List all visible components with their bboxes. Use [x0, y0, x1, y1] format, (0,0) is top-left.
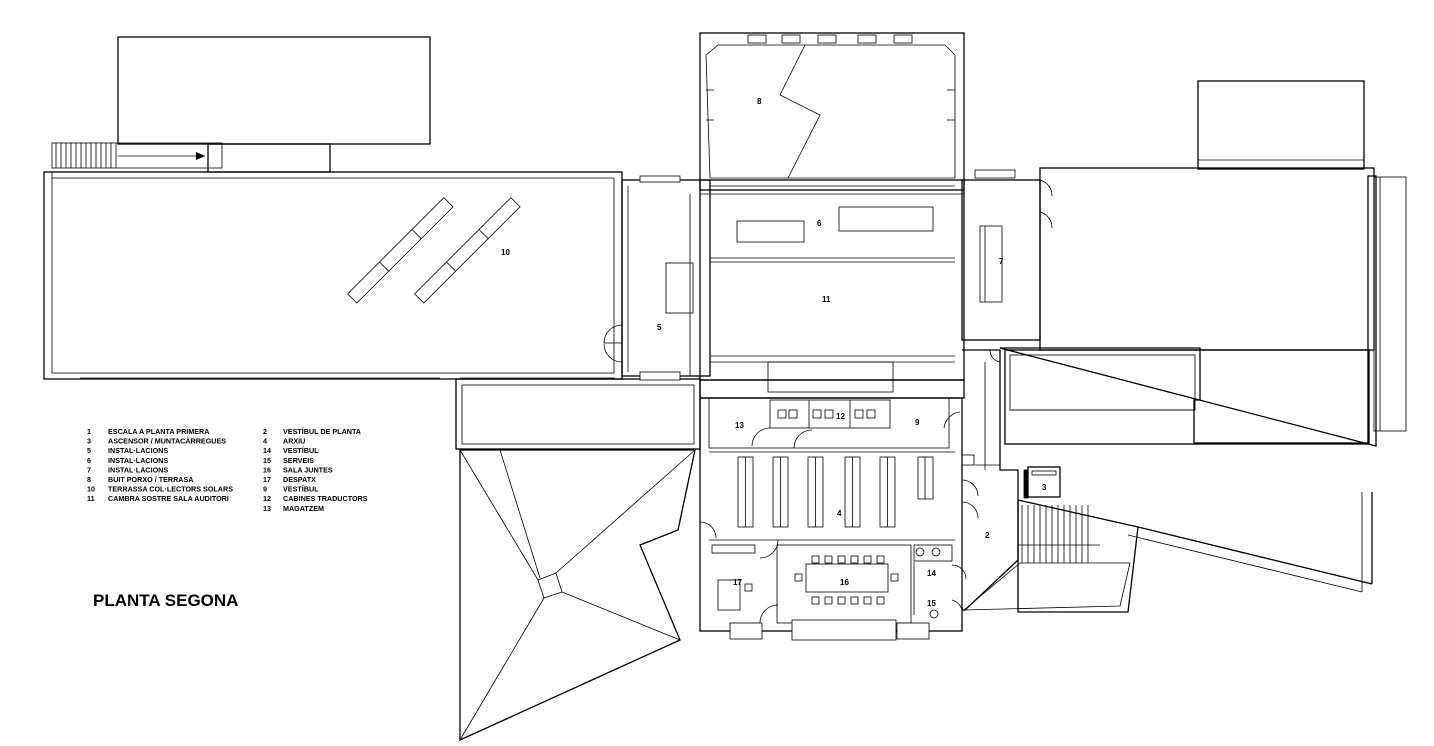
room-number-17: 17 — [733, 578, 742, 587]
room-number-11: 11 — [822, 295, 831, 304]
legend-number: 4 — [263, 437, 267, 446]
room-number-10: 10 — [501, 248, 510, 257]
legend-number: 5 — [87, 446, 91, 455]
legend-label: CABINES TRADUCTORS — [283, 494, 368, 503]
legend-number: 13 — [263, 504, 271, 513]
room-number-12: 12 — [836, 412, 845, 421]
lower-left-ledge — [455, 378, 701, 450]
legend-number: 14 — [263, 446, 271, 455]
legend-label: TERRASSA COL·LECTORS SOLARS — [108, 485, 233, 494]
room-number-8: 8 — [757, 97, 762, 106]
legend-number: 15 — [263, 456, 271, 465]
legend-label: SALA JUNTES — [283, 465, 333, 474]
room-number-4: 4 — [837, 509, 842, 518]
legend-number: 2 — [263, 427, 267, 436]
legend-label: VESTÍBUL — [283, 485, 319, 494]
room-number-9: 9 — [915, 418, 920, 427]
porch-void-8 — [699, 32, 965, 191]
legend-label: BUIT PORXO / TERRASA — [108, 475, 193, 484]
upper-right-block — [1197, 80, 1365, 170]
vestibule-2 — [961, 349, 1019, 611]
legend-label: ARXIU — [283, 437, 305, 446]
legend-number: 3 — [87, 437, 91, 446]
legend-label: CAMBRA SOSTRE SALA AUDITORI — [108, 494, 229, 503]
right-roof — [999, 167, 1407, 447]
auditorium-ceiling-11 — [699, 361, 965, 399]
room-number-13: 13 — [735, 421, 744, 430]
pyramid-roof — [459, 449, 696, 742]
legend-number: 16 — [263, 465, 271, 474]
legend-label: MAGATZEM — [283, 504, 324, 513]
elevator-3 — [1023, 466, 1061, 499]
legend-number: 10 — [87, 485, 95, 494]
legend-label: SERVEIS — [283, 456, 314, 465]
legend-label: INSTAL·LACIONS — [108, 446, 168, 455]
room-number-6: 6 — [817, 219, 822, 228]
room-number-5: 5 — [657, 323, 662, 332]
legend-number: 9 — [263, 485, 267, 494]
stair-1 — [51, 142, 223, 169]
room-number-3: 3 — [1042, 483, 1047, 492]
legend: 1 ESCALA A PLANTA PRIMERA 3 ASCENSOR / MUNT… — [87, 427, 368, 513]
legend-number: 12 — [263, 494, 271, 503]
legend-number: 6 — [87, 456, 91, 465]
installations-wing — [621, 169, 1053, 381]
legend-label: ASCENSOR / MUNTACÀRREGUES — [108, 437, 226, 446]
room-number-2: 2 — [985, 531, 990, 540]
lower-central-block — [699, 397, 967, 641]
room-number-16: 16 — [840, 578, 849, 587]
legend-number: 8 — [87, 475, 91, 484]
legend-number: 1 — [87, 427, 91, 436]
legend-label: DESPATX — [283, 475, 316, 484]
legend-label: INSTAL·LACIONS — [108, 465, 168, 474]
room-number-15: 15 — [927, 599, 936, 608]
legend-label: VESTÍBUL — [283, 446, 319, 455]
room-number-7: 7 — [999, 257, 1004, 266]
legend-number: 17 — [263, 475, 271, 484]
legend-label: INSTAL·LACIONS — [108, 456, 168, 465]
legend-number: 7 — [87, 465, 91, 474]
room-labels: 8 10 6 7 11 5 13 12 9 3 4 2 16 14 17 15 — [501, 97, 1047, 608]
solar-terrace-10 — [43, 171, 623, 380]
plan-title: PLANTA SEGONA — [93, 591, 238, 610]
legend-label: VESTÍBUL DE PLANTA — [283, 427, 361, 436]
legend-label: ESCALA A PLANTA PRIMERA — [108, 427, 209, 436]
legend-number: 11 — [87, 494, 95, 503]
stair-right — [962, 492, 1373, 613]
room-number-14: 14 — [927, 569, 936, 578]
upper-left-roof-block — [117, 36, 431, 173]
